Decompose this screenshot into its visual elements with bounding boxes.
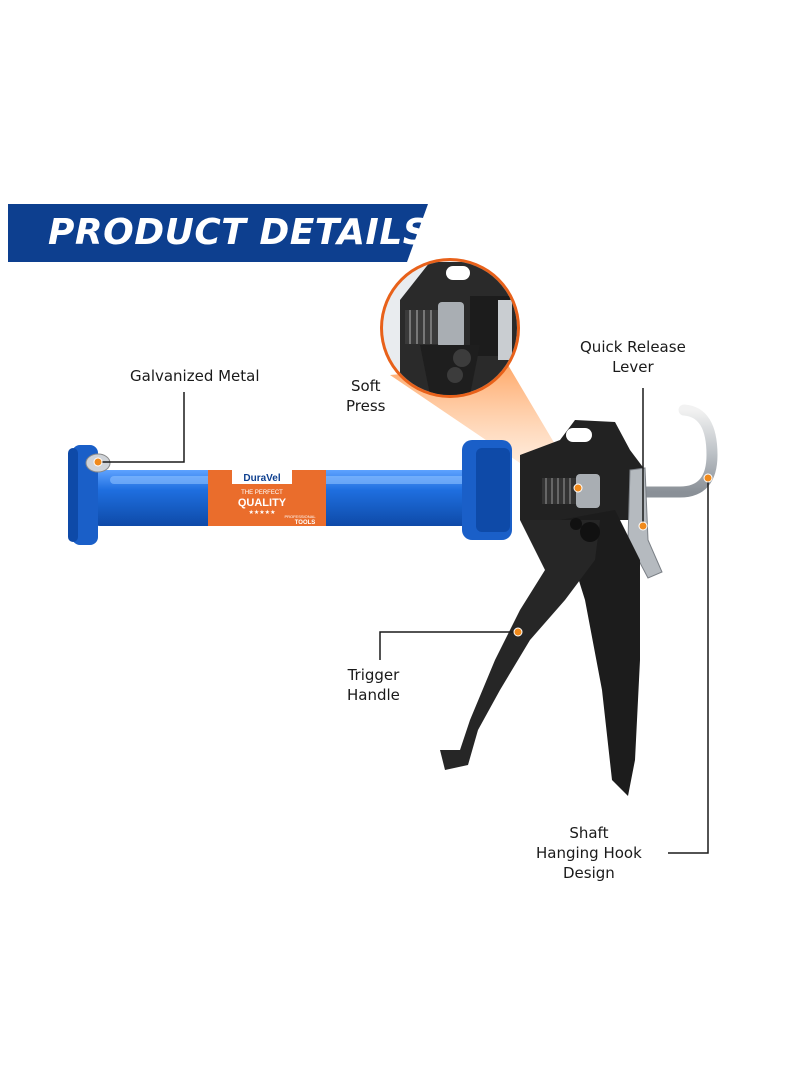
rear-grip: [560, 510, 640, 796]
frame-slot: [566, 428, 592, 442]
rear-cap-inner: [476, 448, 510, 532]
label-shaft-hanging-hook: Shaft Hanging Hook Design: [536, 824, 642, 882]
dot-quick: [638, 521, 648, 531]
zoom-detail: [383, 261, 517, 395]
product-label-tagline: THE PERFECT: [241, 490, 283, 496]
hook-rod: [594, 404, 718, 498]
front-cap-rim: [68, 448, 78, 542]
product-label-brand-bg: [232, 470, 292, 484]
leader-galvanized: [98, 392, 185, 463]
dot-galvanized: [93, 457, 103, 467]
dot-soft-press: [573, 483, 583, 493]
product-label-tools: TOOLS: [295, 520, 316, 526]
label-trigger-handle: Trigger Handle: [347, 666, 400, 704]
trigger: [440, 520, 600, 770]
leader-hook: [668, 478, 709, 854]
banner-title: PRODUCT DETAILS: [48, 212, 430, 253]
leader-trigger: [379, 631, 518, 660]
product-label-pro: PROFESSIONAL: [284, 514, 316, 519]
label-soft-press: Soft Press: [346, 377, 386, 415]
product-label-quality: QUALITY: [238, 497, 287, 509]
label-galvanized-metal: Galvanized Metal: [130, 367, 260, 385]
label-quick-release-lever: Quick Release Lever: [580, 338, 686, 376]
callout-dots: [93, 457, 713, 637]
header-banner: [8, 204, 428, 262]
dot-trigger: [513, 627, 523, 637]
dot-hook: [703, 473, 713, 483]
plunger-disk: [576, 474, 600, 508]
trigger-pivot: [580, 522, 600, 542]
product-label-stars: ★★★★★: [249, 509, 276, 516]
product-label-brand: DuraVel: [243, 473, 280, 484]
leader-lines: [98, 388, 709, 854]
